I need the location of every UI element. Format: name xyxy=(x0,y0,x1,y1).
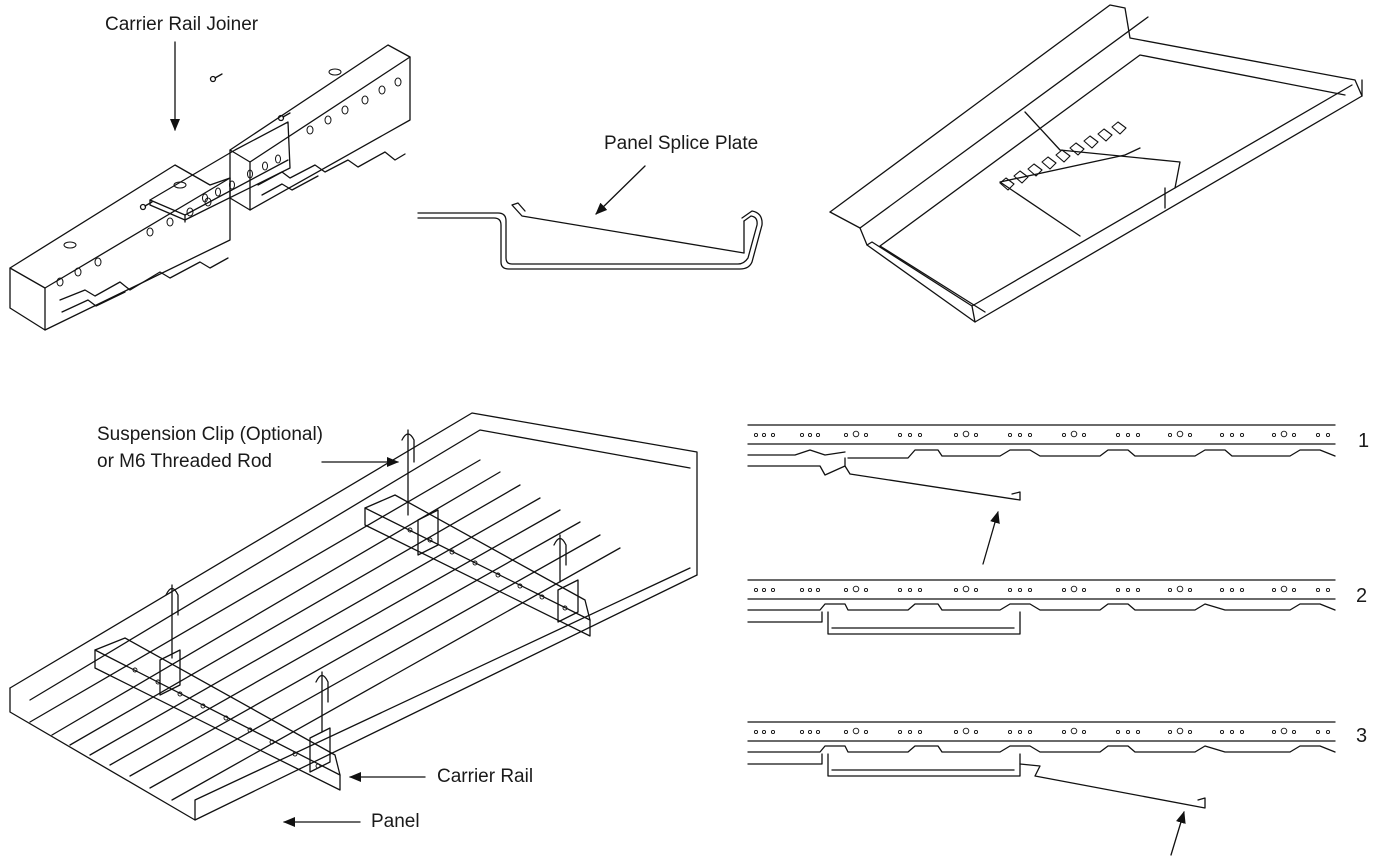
step-number-2: 2 xyxy=(1356,585,1368,607)
step-number-1: 1 xyxy=(1358,430,1370,452)
step-1-rail xyxy=(747,424,1336,501)
label-threaded-rod: or M6 Threaded Rod xyxy=(97,451,272,472)
installation-steps-drawing xyxy=(747,424,1336,856)
label-carrier-rail-joiner: Carrier Rail Joiner xyxy=(105,14,259,35)
step-3-rail xyxy=(747,721,1336,809)
ceiling-assembly-drawing xyxy=(9,412,698,821)
panel-isometric-drawing xyxy=(829,4,1363,323)
panel-splice-plate-drawing xyxy=(417,202,763,270)
step-3-arrow xyxy=(1170,811,1186,856)
step-2-rail xyxy=(747,579,1336,635)
step-number-3: 3 xyxy=(1356,725,1368,747)
label-carrier-rail: Carrier Rail xyxy=(437,766,534,787)
label-panel: Panel xyxy=(371,811,420,832)
splice-plate-arrow xyxy=(595,165,646,215)
step-1-arrow xyxy=(982,511,1000,565)
label-panel-splice-plate: Panel Splice Plate xyxy=(604,133,759,154)
carrier-rail-joiner-drawing xyxy=(9,44,411,331)
label-suspension-clip: Suspension Clip (Optional) xyxy=(97,424,324,445)
